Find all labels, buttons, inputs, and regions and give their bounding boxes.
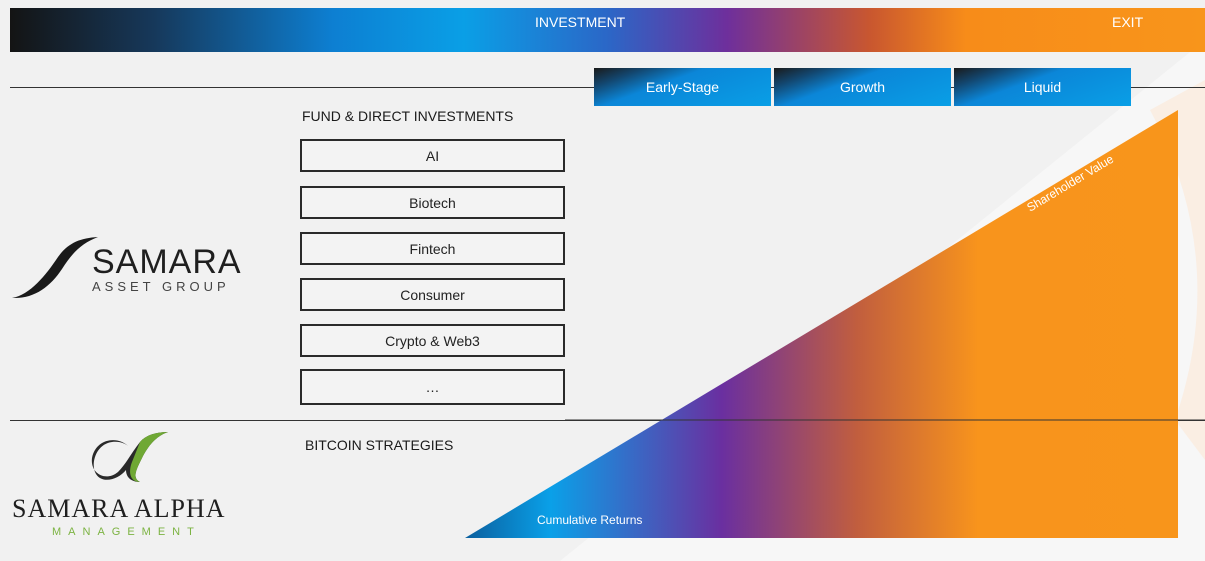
fund-section-title: FUND & DIRECT INVESTMENTS <box>302 108 514 124</box>
alpha-logo-wordmark: SAMARA ALPHA <box>12 494 226 523</box>
cumulative-returns-label: Cumulative Returns <box>537 513 643 527</box>
category-more: … <box>300 369 565 405</box>
samara-logo-wordmark: SAMARA <box>92 243 242 281</box>
samara-swoosh-icon <box>12 237 98 299</box>
category-fintech: Fintech <box>300 232 565 265</box>
category-consumer: Consumer <box>300 278 565 311</box>
category-crypto-web3: Crypto & Web3 <box>300 324 565 357</box>
samara-logo-subtitle: ASSET GROUP <box>92 279 230 294</box>
phase-liquid: Liquid <box>954 68 1131 106</box>
stage-header-bar <box>10 8 1205 52</box>
category-ai: AI <box>300 139 565 172</box>
alpha-symbol-icon <box>91 432 168 482</box>
phase-early-stage: Early-Stage <box>594 68 771 106</box>
exit-label: EXIT <box>1112 14 1144 30</box>
category-biotech: Biotech <box>300 186 565 219</box>
bitcoin-section-title: BITCOIN STRATEGIES <box>305 437 454 453</box>
alpha-logo-subtitle: MANAGEMENT <box>52 526 201 538</box>
investment-label: INVESTMENT <box>535 14 626 30</box>
phase-growth: Growth <box>774 68 951 106</box>
